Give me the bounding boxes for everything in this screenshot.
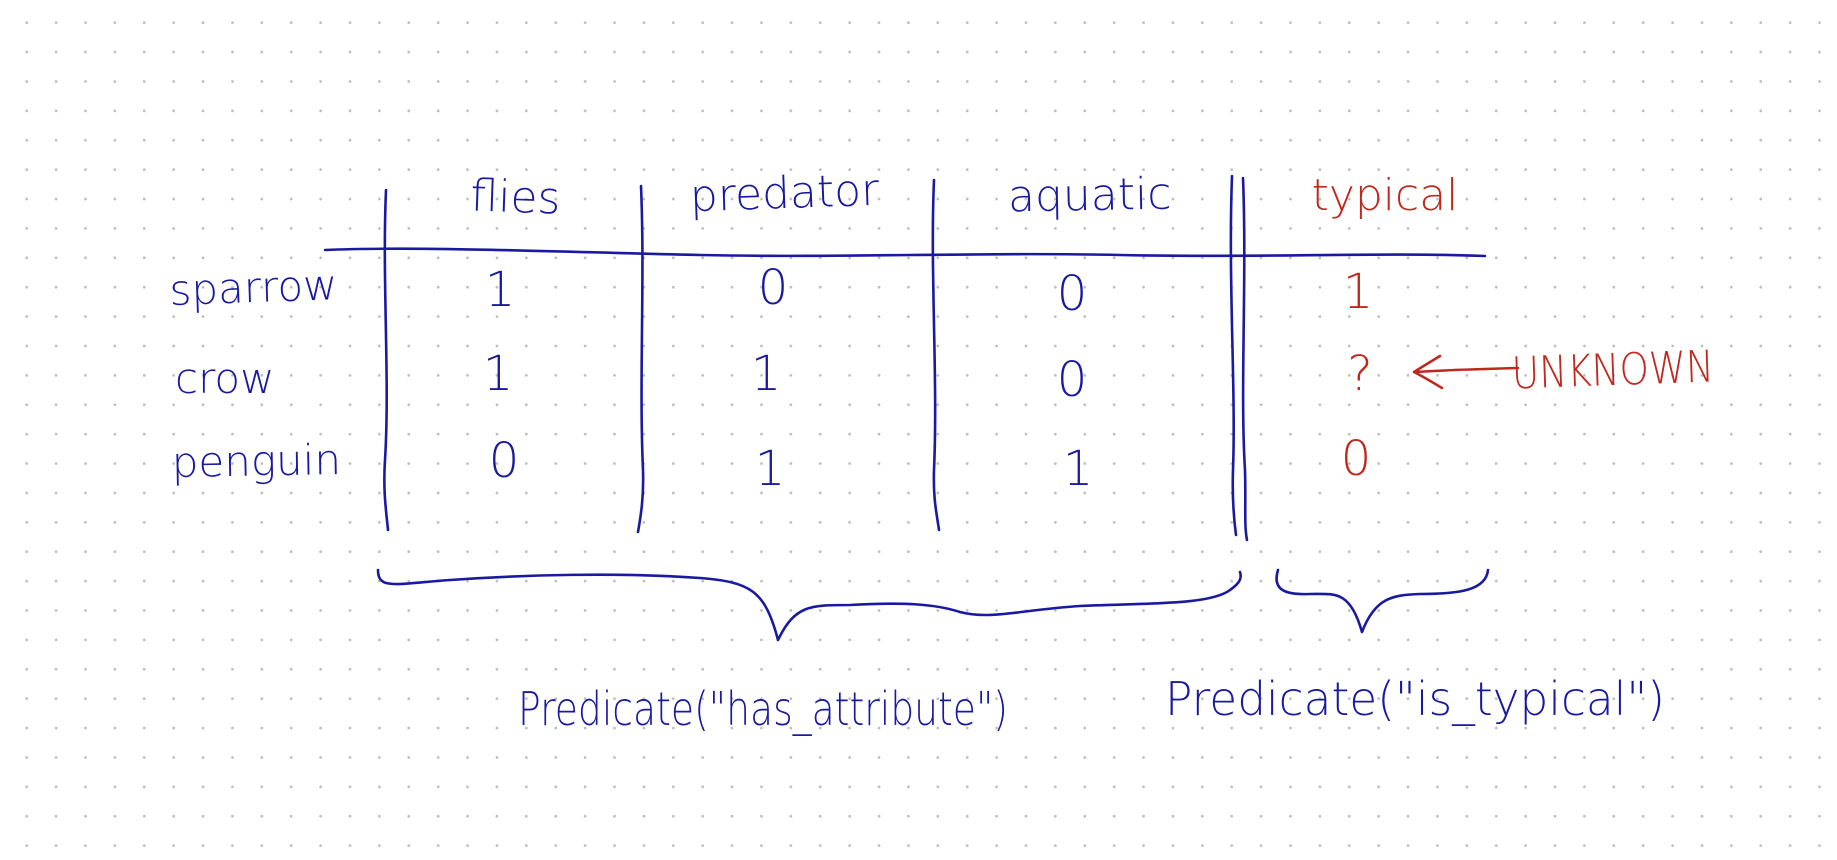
unknown-label: UNKNOWN (1511, 341, 1715, 399)
cell-penguin-typical: 0 (1341, 431, 1372, 487)
cell-crow-aquatic: 0 (1057, 352, 1088, 408)
cell-sparrow-predator: 0 (758, 260, 789, 316)
cell-crow-typical: ? (1347, 346, 1372, 402)
cell-crow-predator: 1 (751, 346, 782, 402)
predicate-is-typical: Predicate("is_typical") (1165, 672, 1665, 726)
cell-penguin-aquatic: 1 (1063, 441, 1094, 497)
row-label-crow: crow (175, 354, 274, 403)
column-headers: flies predator aquatic (470, 165, 1172, 225)
table-grid (323, 174, 1487, 542)
target-cells: 1 ? 0 (1341, 264, 1374, 487)
header-flies: flies (470, 170, 562, 224)
left-brace (376, 568, 1242, 642)
header-predator: predator (689, 165, 881, 223)
header-aquatic: aquatic (1008, 169, 1172, 223)
column-divider-3 (931, 178, 941, 532)
predicate-labels: Predicate("has_attribute") Predicate("is… (518, 672, 1665, 736)
left-arrow-icon (1412, 354, 1520, 390)
target-divider-a (1229, 174, 1238, 537)
header-typical: typical (1312, 170, 1459, 221)
cell-sparrow-flies: 1 (485, 262, 516, 318)
row-labels: sparrow crow penguin (169, 260, 342, 487)
cell-sparrow-aquatic: 0 (1057, 266, 1088, 322)
column-divider-1 (383, 188, 390, 532)
predicate-has-attribute: Predicate("has_attribute") (518, 682, 1008, 736)
row-label-penguin: penguin (171, 435, 341, 487)
header-rule (323, 247, 1487, 258)
column-divider-2 (636, 184, 645, 534)
unknown-annotation: UNKNOWN (1412, 341, 1715, 399)
cell-penguin-predator: 1 (755, 441, 786, 497)
right-brace (1275, 568, 1490, 634)
row-label-sparrow: sparrow (169, 260, 339, 315)
target-divider-b (1241, 176, 1249, 542)
cell-crow-flies: 1 (483, 346, 514, 402)
cell-sparrow-typical: 1 (1343, 264, 1374, 320)
cell-penguin-flies: 0 (489, 433, 520, 489)
table-cells: 1 0 0 1 1 0 0 1 1 (483, 260, 1094, 497)
braces (376, 568, 1490, 642)
